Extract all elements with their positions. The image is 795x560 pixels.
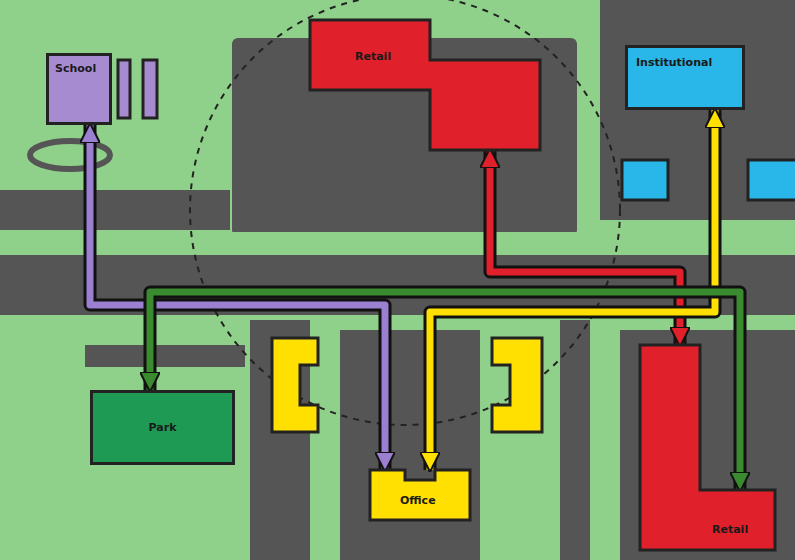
building-outline: [640, 345, 775, 550]
building-outline: [640, 345, 775, 550]
building-label: Retail: [355, 50, 391, 63]
institutional-annex: [622, 160, 795, 200]
drop-off-loop: [30, 141, 110, 169]
building-label: School: [55, 62, 96, 75]
retail-building: Retail: [310, 20, 540, 150]
walking-route: [490, 150, 680, 345]
retail-building: Retail: [640, 345, 775, 550]
office-building: [272, 338, 542, 432]
building-label: Institutional: [636, 56, 712, 69]
park-area: Park: [90, 390, 235, 465]
walking-route: [90, 125, 385, 470]
building-label: Retail: [712, 523, 748, 536]
institutional-building: Institutional: [625, 45, 745, 110]
building-label: Office: [400, 494, 436, 507]
path-outline: [490, 150, 680, 345]
school-annex: [118, 60, 157, 118]
path-outline: [90, 125, 385, 470]
walking-radius: [190, 0, 620, 425]
office-building: Office: [370, 470, 470, 520]
lot-edges: [0, 0, 795, 255]
building-outline: [370, 470, 470, 520]
school-building: School: [46, 53, 112, 125]
building-outline: [310, 20, 540, 150]
building-outline: [310, 20, 540, 150]
building-label: Park: [149, 421, 177, 434]
